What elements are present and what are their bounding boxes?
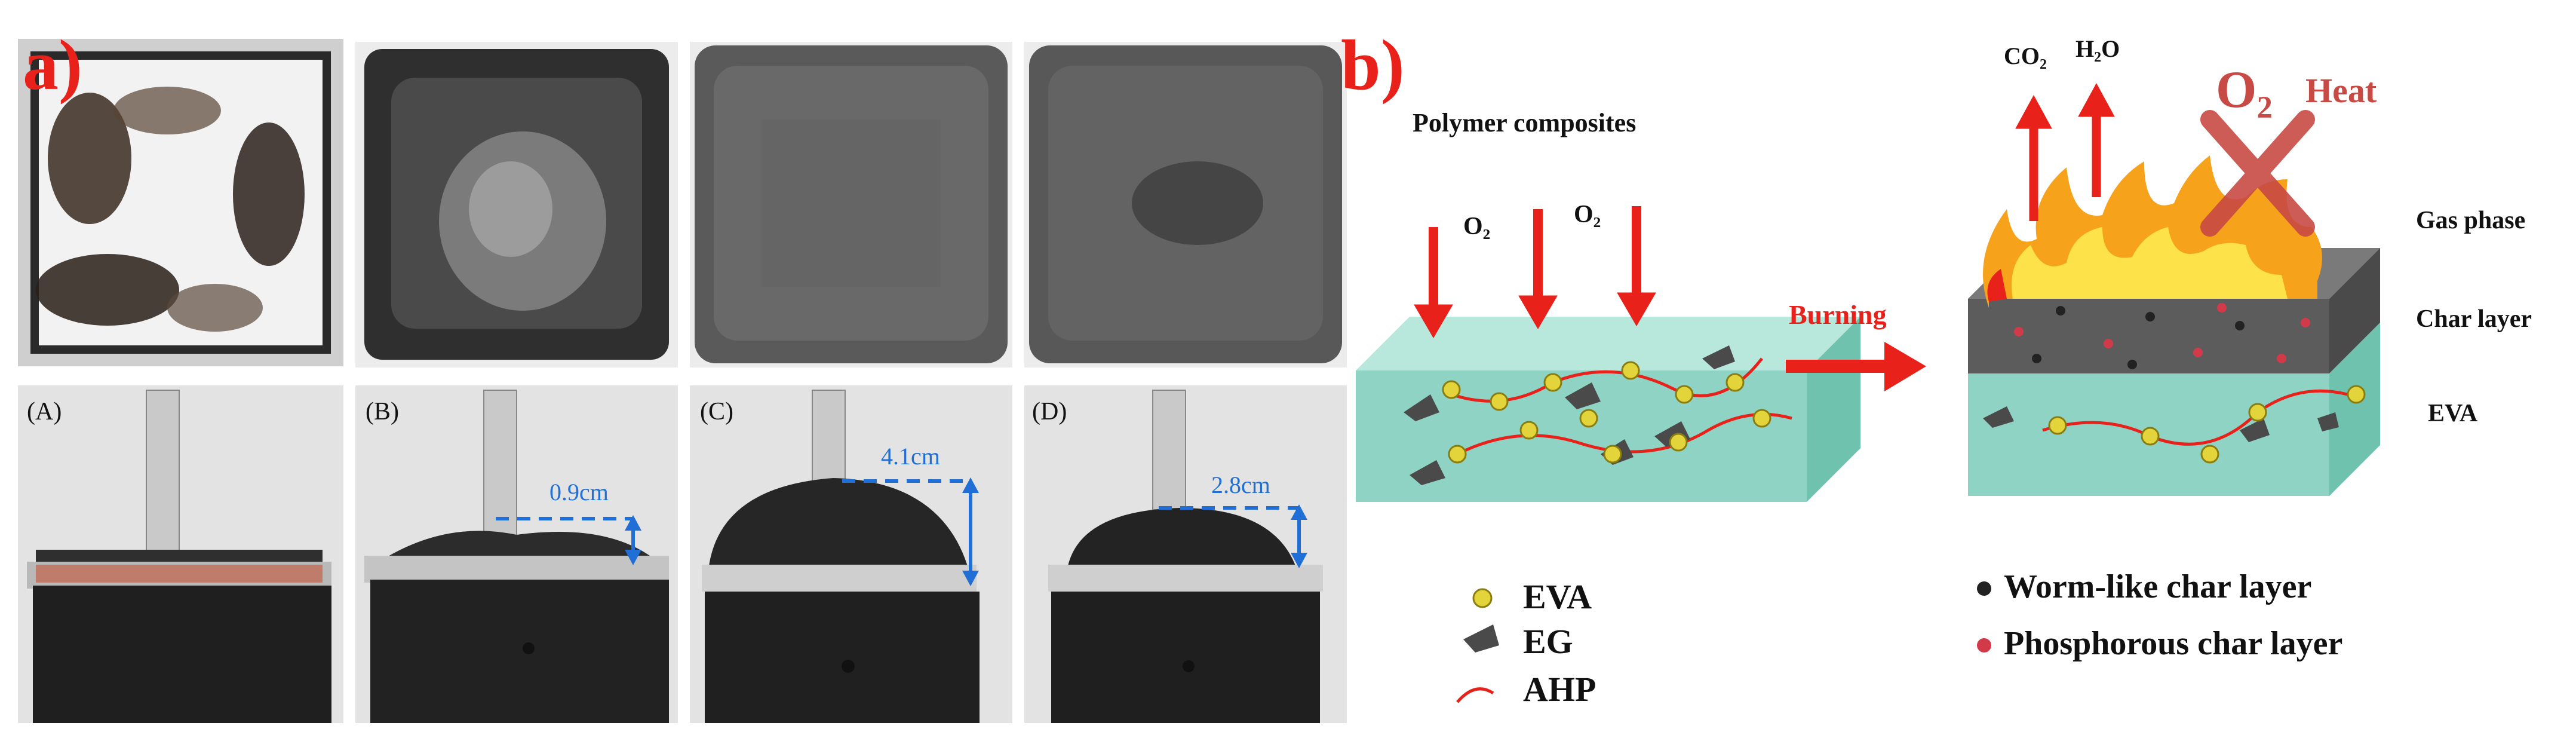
sample-label-B: (B) [366,398,399,425]
panel-a-label: a) [23,25,82,105]
side-photo-C [690,385,1012,723]
burning-arrow [1786,342,1926,391]
side-photo-B [355,385,678,723]
sample-label-D: (D) [1032,398,1067,425]
flames-icon [1983,155,2322,308]
o2-right-label: O₂ [1574,201,1601,228]
blocked-x-icon [2200,110,2315,237]
legend-phos-char-label: Phosphorous char layer [2004,625,2343,662]
sample-label-C: (C) [700,398,733,425]
legend-eva-label: EVA [1523,577,1592,616]
polymer-composites-title: Polymer composites [1413,108,1637,137]
char-layer-label: Char layer [2416,305,2532,333]
eva-layer-label: EVA [2428,400,2478,427]
top-photo-D [1024,42,1347,367]
legend-eg-label: EG [1523,622,1573,661]
h2o-label: H₂O [2075,35,2120,62]
gas-phase-label: Gas phase [2416,207,2526,234]
side-photo-A [18,385,343,723]
legend-eg-marker [1463,624,1499,653]
measurement-D: 2.8cm [1211,471,1270,498]
legend-ahp-marker [1456,687,1494,703]
measurement-overlay [496,477,1307,586]
legend-worm-char-marker [1977,581,1991,596]
burning-label: Burning [1789,299,1887,330]
legend-eva-marker [1472,588,1493,608]
sample-label-A: (A) [27,398,62,425]
gas-release-arrows [2015,82,2115,221]
o2-big-label: O₂ [2216,61,2273,119]
o2-arrows [1414,206,1656,338]
measurement-C: 4.1cm [881,443,940,470]
eva-beads-left [1442,361,1771,464]
co2-label: CO₂ [2004,42,2047,69]
o2-left-label: O₂ [1463,213,1491,240]
panel-b-label: b) [1341,25,1405,105]
legend-phos-char-marker [1977,638,1991,653]
top-photo-B [355,42,678,367]
char-dots [2014,303,2310,369]
legend-ahp-label: AHP [1523,670,1596,709]
measurement-B: 0.9cm [549,479,609,506]
top-photo-C [690,42,1012,367]
legend-worm-char-label: Worm-like char layer [2004,568,2312,605]
heat-label: Heat [2305,71,2377,110]
top-photo-A [18,39,343,366]
